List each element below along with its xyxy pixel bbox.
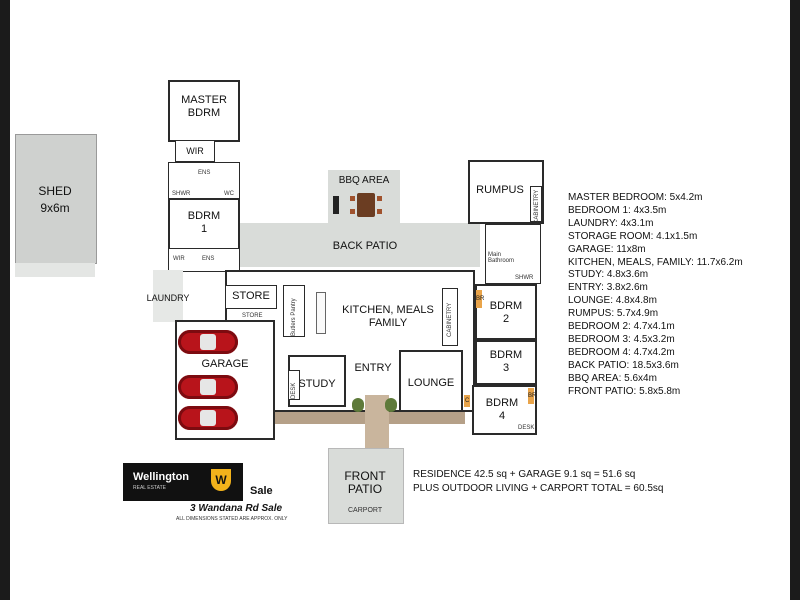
bedroom-4-desk-label: DESK	[518, 425, 535, 431]
dimension-item: BEDROOM 2: 4.7x4.1m	[568, 321, 675, 333]
totals-line-1: RESIDENCE 42.5 sq + GARAGE 9.1 sq = 51.6…	[413, 469, 636, 480]
dimension-item: LAUNDRY: 4x3.1m	[568, 217, 654, 229]
dimension-item: FRONT PATIO: 5.8x5.8m	[568, 385, 681, 397]
dimension-item: MASTER BEDROOM: 5x4.2m	[568, 192, 703, 203]
built-in-robe	[476, 290, 482, 308]
bedroom-3	[475, 340, 537, 385]
car-icon	[178, 330, 238, 354]
rumpus-label: RUMPUS	[476, 184, 524, 196]
kitchen-cabinetry	[442, 288, 458, 346]
plant-icon	[385, 398, 397, 412]
master-bedroom-label: MASTER BDRM	[181, 94, 227, 119]
kitchen-island	[316, 292, 326, 334]
dimension-item: BBQ AREA: 5.6x4m	[568, 372, 657, 384]
bed1-services	[168, 248, 240, 272]
address-label: 3 Wandana Rd Sale	[190, 503, 283, 514]
totals: RESIDENCE 42.5 sq + GARAGE 9.1 sq = 51.6…	[413, 468, 663, 496]
shed-size-label: 9x6m	[40, 201, 70, 215]
bbq-chair-icon	[377, 196, 382, 201]
wir	[175, 140, 215, 162]
kitchen-label: KITCHEN, MEALS FAMILY	[342, 304, 434, 329]
rumpus-cabinetry-label: CABINETRY	[534, 189, 540, 224]
agency-badge-icon: W	[211, 469, 231, 491]
butlers-pantry	[283, 285, 305, 337]
bedroom-3-label: BDRM 3	[489, 349, 523, 374]
shed	[15, 134, 97, 264]
bedroom-4	[472, 385, 537, 435]
kitchen-cabinetry-label: CABINETRY	[447, 302, 453, 337]
built-in-robe	[528, 388, 534, 404]
totals-line-2: PLUS OUTDOOR LIVING + CARPORT TOTAL = 60…	[413, 483, 664, 494]
main-bathroom	[485, 224, 541, 284]
bbq-table-icon	[357, 193, 375, 217]
front-patio	[328, 448, 404, 524]
dimension-item: STORAGE ROOM: 4.1x1.5m	[568, 230, 698, 242]
car-icon	[178, 406, 238, 430]
shed-apron	[15, 263, 95, 277]
bbq-area-label: BBQ AREA	[338, 175, 390, 186]
bedroom-4-label: BDRM 4	[485, 397, 519, 422]
plant-icon	[352, 398, 364, 412]
wir-label: WIR	[186, 146, 204, 156]
dimension-item: ENTRY: 3.8x2.6m	[568, 282, 648, 294]
laundry-porch	[153, 270, 183, 322]
back-patio-label: BACK PATIO	[332, 240, 398, 252]
dimension-item: BACK PATIO: 18.5x3.6m	[568, 359, 679, 371]
bedroom-2	[475, 284, 537, 340]
main-bath-shower-label: SHWR	[515, 275, 534, 281]
bedroom-2-robe-label: BR	[476, 296, 485, 302]
rumpus-cabinetry	[530, 186, 542, 222]
ensuite-wc-label: WC	[224, 191, 234, 197]
dimension-item: KITCHEN, MEALS, FAMILY: 11.7x6.2m	[568, 256, 743, 268]
dimension-item: BEDROOM 3: 4.5x3.2m	[568, 333, 675, 345]
car-icon	[178, 375, 238, 399]
shed-label: SHED	[38, 184, 72, 198]
agency-sub: REAL ESTATE	[133, 485, 166, 491]
ensuite-shower-label: SHWR	[172, 191, 191, 197]
study-label: STUDY	[298, 378, 336, 390]
sale-label: Sale	[250, 485, 273, 497]
bed1-ens-label: ENS	[202, 256, 215, 262]
dimensions-list: MASTER BEDROOM: 5x4.2m BEDROOM 1: 4x3.5m…	[568, 192, 743, 399]
dimension-item: RUMPUS: 5.7x4.9m	[568, 308, 659, 320]
dimension-item: BEDROOM 4: 4.7x4.2m	[568, 346, 675, 358]
study-desk	[288, 370, 300, 400]
store-label: STORE	[232, 290, 270, 302]
bedroom-4-robe-label: BR	[528, 393, 537, 399]
bed1-wir-label: WIR	[173, 256, 185, 262]
entry-label: ENTRY	[354, 362, 392, 374]
back-patio	[240, 223, 480, 267]
agency-logo: Wellington REAL ESTATE W	[123, 463, 243, 501]
garage-label: GARAGE	[201, 358, 249, 370]
linen-cupboard	[464, 395, 470, 407]
bedroom-1-label: BDRM 1	[187, 210, 221, 235]
bbq-chair-icon	[350, 196, 355, 201]
front-patio-label: FRONT PATIO	[344, 469, 386, 496]
floor-plan-sheet: SHED 9x6m BACK PATIO BBQ AREA MASTER BDR…	[10, 0, 790, 600]
lounge-label: LOUNGE	[407, 377, 455, 389]
butlers-pantry-label: Butlers Pantry	[291, 298, 297, 336]
lounge	[399, 350, 463, 412]
linen-cupboard-label: C	[465, 398, 470, 404]
carport-label: CARPORT	[348, 507, 383, 514]
study-desk-label: DESK	[291, 382, 297, 399]
bbq-grill-icon	[333, 196, 339, 214]
dimension-item: GARAGE: 11x8m	[568, 243, 646, 255]
bbq-chair-icon	[350, 209, 355, 214]
agency-name: Wellington	[133, 471, 190, 483]
dimension-item: BEDROOM 1: 4x3.5m	[568, 204, 667, 216]
ensuite	[168, 162, 240, 200]
main-bathroom-label: Main Bathroom	[488, 252, 515, 264]
dimension-item: LOUNGE: 4.8x4.8m	[568, 295, 657, 307]
bedroom-2-label: BDRM 2	[489, 300, 523, 325]
disclaimer-label: ALL DIMENSIONS STATED ARE APPROX. ONLY	[176, 516, 288, 522]
store-sub-label: STORE	[242, 313, 263, 319]
bbq-chair-icon	[377, 209, 382, 214]
laundry-label: LAUNDRY	[146, 293, 190, 303]
ensuite-label: ENS	[198, 170, 211, 176]
dimension-item: STUDY: 4.8x3.6m	[568, 269, 649, 281]
store	[225, 285, 277, 309]
